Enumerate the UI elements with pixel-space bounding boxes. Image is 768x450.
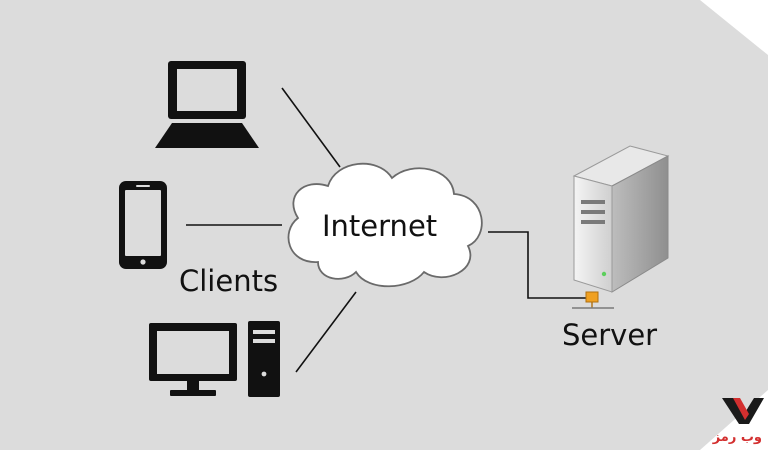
- connection-internet-server: [488, 231, 586, 299]
- connection-laptop-internet: [281, 87, 341, 168]
- smartphone-icon: [119, 181, 167, 269]
- connection-desktop-internet: [295, 291, 357, 373]
- laptop-icon: [155, 61, 259, 148]
- server-label: Server: [562, 318, 657, 352]
- clients-label: Clients: [179, 264, 278, 298]
- logo-mark-icon: [722, 398, 764, 424]
- desktop-computer-icon: [149, 321, 280, 397]
- server-tower-icon: [572, 145, 670, 309]
- connection-lines: [186, 87, 586, 373]
- internet-label: Internet: [322, 209, 437, 243]
- cloud-icon: [287, 162, 483, 288]
- logo-text: وب رمز: [712, 430, 762, 445]
- site-logo: وب رمز: [712, 398, 764, 445]
